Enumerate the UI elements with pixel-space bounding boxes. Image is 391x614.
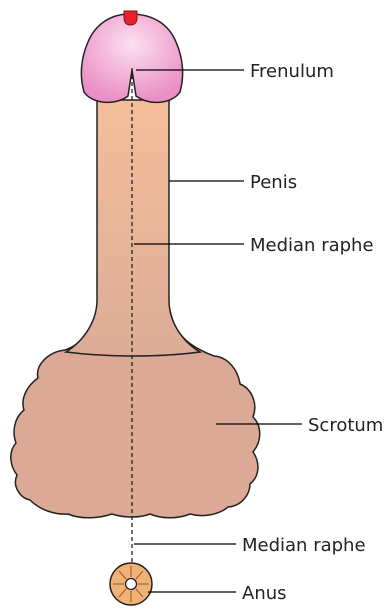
anus-opening [126, 579, 137, 590]
penis-label: Penis [250, 172, 297, 193]
median-raphe-lower-label: Median raphe [242, 535, 366, 556]
meatus-shape [124, 11, 137, 25]
anus-label: Anus [242, 583, 287, 604]
shaft-shape [66, 100, 200, 356]
frenulum-label: Frenulum [250, 61, 334, 82]
median-raphe-upper-label: Median raphe [250, 235, 374, 256]
scrotum-label: Scrotum [308, 415, 383, 436]
